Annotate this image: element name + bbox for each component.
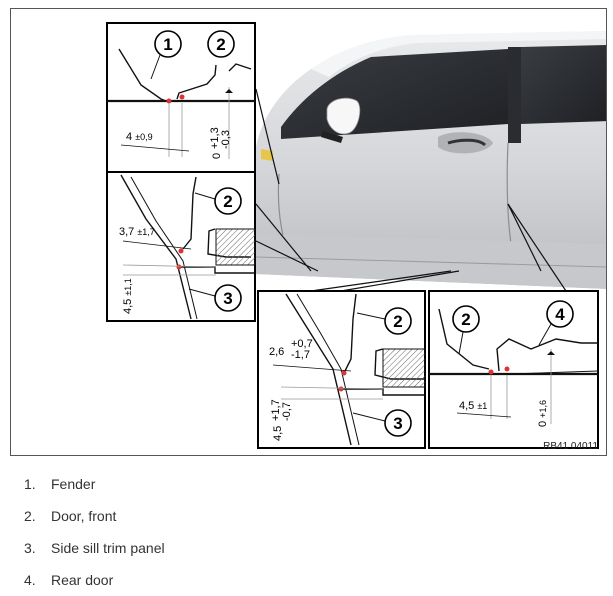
- legend-label: Door, front: [51, 508, 117, 524]
- detail-panel-bottom-center: 2 3 2,6 +0,7 -1,7 4,5 +1,7 -0,7: [257, 290, 426, 449]
- svg-text:3,7 ±1,7: 3,7 ±1,7: [119, 226, 155, 238]
- dimension-gap: 4,5 ±1: [459, 400, 487, 412]
- legend-item-rear-door: 4. Rear door: [0, 564, 613, 596]
- callout-label: 4: [555, 305, 565, 324]
- svg-text:+1,7: +1,7: [270, 399, 282, 421]
- callout-side-sill: 3: [214, 284, 242, 312]
- figure-drawing: 1 2 4 ±0,9 0 +1,3 -0,3 2: [106, 22, 606, 449]
- car-illustration: [255, 31, 606, 289]
- figure-reference-code: RB41 04011: [543, 441, 598, 452]
- svg-text:-0,7: -0,7: [281, 402, 293, 421]
- callout-fender: 1: [154, 30, 182, 58]
- leader-lines: [255, 88, 567, 292]
- callout-label: 2: [393, 312, 402, 331]
- callout-front-door: 2: [214, 187, 242, 215]
- callout-rear-door: 4: [546, 300, 574, 328]
- svg-text:4 ±0,9: 4 ±0,9: [126, 131, 153, 143]
- parts-legend: 1. Fender 2. Door, front 3. Side sill tr…: [0, 468, 613, 596]
- callout-label: 2: [461, 310, 470, 329]
- legend-label: Fender: [51, 476, 96, 492]
- detail-panel-top-left: 1 2 4 ±0,9 0 +1,3 -0,3: [106, 22, 256, 174]
- callout-label: 1: [163, 35, 172, 54]
- dimension-gap: 3,7 ±1,7: [119, 226, 155, 238]
- dimension-gap: 2,6 +0,7 -1,7: [269, 338, 313, 361]
- svg-text:0: 0: [211, 153, 223, 159]
- legend-label: Rear door: [51, 572, 114, 588]
- svg-text:0 +1,6: 0 +1,6: [537, 400, 549, 427]
- svg-text:-1,7: -1,7: [291, 349, 310, 361]
- svg-text:2,6: 2,6: [269, 346, 284, 358]
- callout-front-door: 2: [452, 305, 480, 333]
- svg-text:4,5: 4,5: [272, 426, 284, 441]
- svg-text:+1,3: +1,3: [209, 127, 221, 149]
- svg-text:+0,7: +0,7: [291, 338, 313, 350]
- legend-item-fender: 1. Fender: [0, 468, 613, 500]
- legend-number: 2.: [24, 508, 36, 524]
- dimension-offset: 4,5 ±1,1: [122, 278, 134, 314]
- legend-item-side-sill: 3. Side sill trim panel: [0, 532, 613, 564]
- callout-side-sill: 3: [384, 409, 412, 437]
- technical-figure: 1 2 4 ±0,9 0 +1,3 -0,3 2: [10, 8, 607, 456]
- callout-label: 3: [393, 414, 402, 433]
- svg-text:-0,3: -0,3: [220, 130, 232, 149]
- legend-number: 1.: [24, 476, 36, 492]
- legend-label: Side sill trim panel: [51, 540, 165, 556]
- dimension-offset: 4,5 +1,7 -0,7: [270, 399, 293, 441]
- legend-number: 3.: [24, 540, 36, 556]
- callout-label: 3: [223, 289, 232, 308]
- dimension-gap: 4 ±0,9: [126, 131, 153, 143]
- callout-label: 2: [223, 192, 232, 211]
- detail-panel-bottom-right: 2 4 4,5 ±1 0 +1,6: [428, 290, 599, 449]
- detail-panel-middle-left: 2 3 3,7 ±1,7 4,5 ±1,1: [106, 171, 256, 322]
- dimension-flush: 0 +1,3 -0,3: [209, 127, 232, 159]
- svg-text:4,5 ±1: 4,5 ±1: [459, 400, 487, 412]
- callout-label: 2: [216, 35, 225, 54]
- legend-item-front-door: 2. Door, front: [0, 500, 613, 532]
- dimension-flush: 0 +1,6: [537, 400, 549, 427]
- callout-front-door: 2: [207, 30, 235, 58]
- svg-text:4,5 ±1,1: 4,5 ±1,1: [122, 278, 134, 314]
- legend-number: 4.: [24, 572, 36, 588]
- callout-front-door: 2: [384, 307, 412, 335]
